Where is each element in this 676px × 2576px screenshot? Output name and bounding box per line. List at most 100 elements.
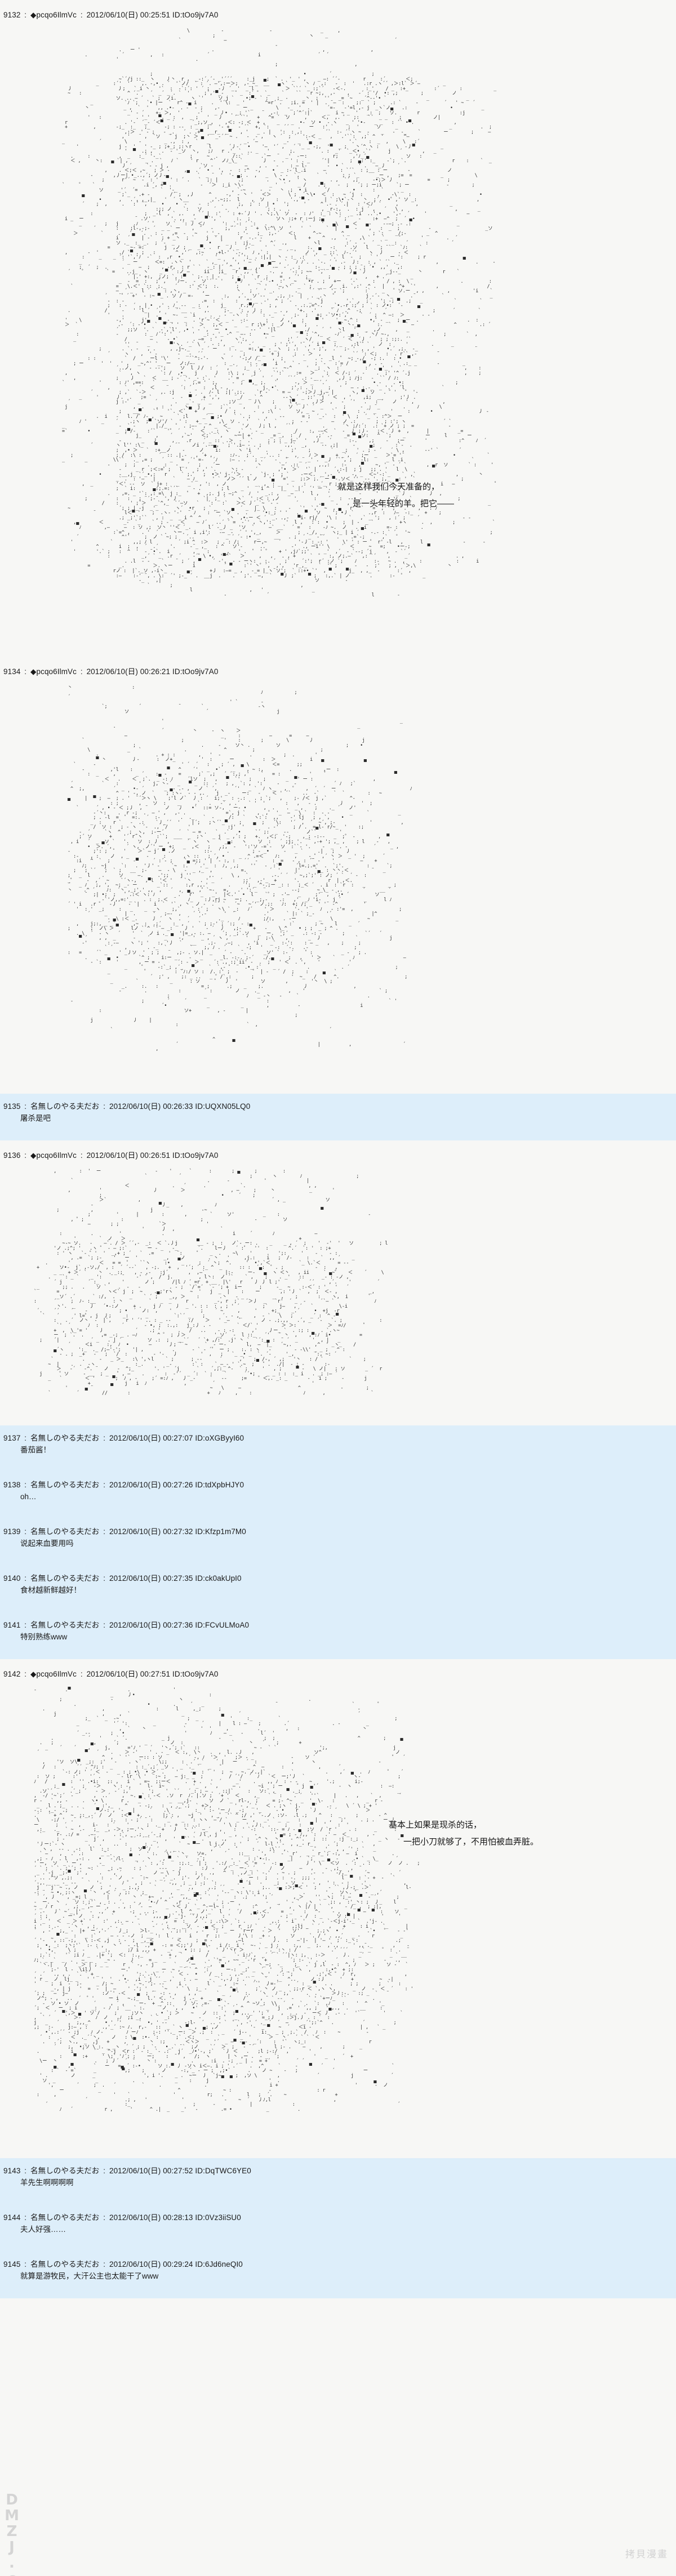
header-separator: : (22, 1527, 29, 1536)
post-author[interactable]: 名無しのやる夫だお (30, 2213, 100, 2222)
post-spacer (0, 2158, 676, 2166)
post-spacer (0, 1472, 676, 1480)
post-date: 2012/06/10(日) (86, 11, 138, 19)
post-spacer (0, 1549, 676, 1566)
post-date: 2012/06/10(日) (86, 1670, 138, 1678)
post-date: 2012/06/10(日) (109, 2213, 161, 2222)
post-user-id: ID:tdXpbHJY0 (195, 1481, 244, 1489)
post: 9141 : 名無しのやる夫だお : 2012/06/10(日) 00:27:3… (0, 1612, 676, 1659)
speech-text: 就是这样我们今天准备的，是一头年轻的羊。把它—— (338, 479, 454, 512)
post: 9145 : 名無しのやる夫だお : 2012/06/10(日) 00:29:2… (0, 2252, 676, 2298)
post-time: 00:27:52 (163, 2167, 193, 2175)
post-author[interactable]: ◆pcqo6IlmVc (30, 1151, 77, 1160)
post-number[interactable]: 9141 (3, 1621, 21, 1629)
post-author[interactable]: 名無しのやる夫だお (30, 2167, 100, 2175)
post-header: 9142 : ◆pcqo6IlmVc : 2012/06/10(日) 00:27… (0, 1669, 676, 1679)
post-number[interactable]: 9144 (3, 2213, 21, 2222)
post-spacer (0, 1642, 676, 1659)
post: 9137 : 名無しのやる夫だお : 2012/06/10(日) 00:27:0… (0, 1425, 676, 1472)
post-user-id: ID:oXGByyI60 (195, 1434, 244, 1442)
post-spacer (0, 2235, 676, 2252)
post-date: 2012/06/10(日) (109, 2167, 161, 2175)
post-body: 特别熟练www (20, 1633, 68, 1641)
post-spacer (0, 2205, 676, 2213)
post: 9143 : 名無しのやる夫だお : 2012/06/10(日) 00:27:5… (0, 2158, 676, 2205)
post-author[interactable]: 名無しのやる夫だお (30, 1527, 100, 1536)
post-user-id: ID:tOo9jv7A0 (172, 1151, 219, 1160)
corner-watermark: 拷貝漫畫 (625, 2549, 668, 2560)
post-user-id: ID:6Jd6neQI0 (195, 2260, 243, 2269)
post-date: 2012/06/10(日) (109, 1574, 161, 1583)
post-user-id: ID:tOo9jv7A0 (172, 11, 219, 19)
post-header: 9141 : 名無しのやる夫だお : 2012/06/10(日) 00:27:3… (0, 1620, 676, 1630)
ascii-art-canvas: 丶 : ﾉ ; ´ ' ` - `; (0, 685, 676, 1079)
post-user-id: ID:DqTWC6YE0 (195, 2167, 251, 2175)
post-spacer (0, 1566, 676, 1574)
post-number[interactable]: 9139 (3, 1527, 21, 1536)
ascii-art: \ - - _ , ; ヽ _ ` (62, 28, 500, 598)
post-author[interactable]: ◆pcqo6IlmVc (30, 667, 77, 676)
post-author[interactable]: 名無しのやる夫だお (30, 2260, 100, 2269)
post-time: 00:27:36 (163, 1621, 193, 1629)
post-header: 9143 : 名無しのやる夫だお : 2012/06/10(日) 00:27:5… (0, 2166, 676, 2176)
post-spacer (0, 2188, 676, 2205)
post-user-id: ID:Kfzp1m7M0 (195, 1527, 246, 1536)
post-author[interactable]: 名無しのやる夫だお (30, 1481, 100, 1489)
post-author[interactable]: 名無しのやる夫だお (30, 1434, 100, 1442)
header-separator: : (101, 1434, 108, 1442)
post: 9139 : 名無しのやる夫だお : 2012/06/10(日) 00:27:3… (0, 1519, 676, 1566)
post-date: 2012/06/10(日) (86, 667, 138, 676)
post-author[interactable]: 名無しのやる夫だお (30, 1102, 100, 1111)
post-number[interactable]: 9134 (3, 667, 21, 676)
post-user-id: ID:ck0akUpI0 (195, 1574, 242, 1583)
post-date: 2012/06/10(日) (109, 1102, 161, 1111)
speech-line: 一把小刀就够了，不用怕被血弄脏。 (403, 1837, 539, 1847)
post-time: 00:27:51 (140, 1670, 171, 1678)
post-number[interactable]: 9135 (3, 1102, 21, 1111)
post-number[interactable]: 9132 (3, 11, 21, 19)
post-spacer (0, 1612, 676, 1620)
post: 9136 : ◆pcqo6IlmVc : 2012/06/10(日) 00:26… (0, 1140, 676, 1425)
post-number[interactable]: 9143 (3, 2167, 21, 2175)
header-separator: : (22, 1151, 29, 1160)
post-author[interactable]: ◆pcqo6IlmVc (30, 11, 77, 19)
post-time: 00:26:21 (140, 667, 171, 676)
header-separator: : (22, 11, 29, 19)
post-spacer (0, 1425, 676, 1433)
header-separator: : (22, 1670, 29, 1678)
post: 9138 : 名無しのやる夫だお : 2012/06/10(日) 00:27:2… (0, 1472, 676, 1519)
post: 9144 : 名無しのやる夫だお : 2012/06/10(日) 00:28:1… (0, 2205, 676, 2252)
post: 9142 : ◆pcqo6IlmVc : 2012/06/10(日) 00:27… (0, 1659, 676, 2158)
post-author[interactable]: ◆pcqo6IlmVc (30, 1670, 77, 1678)
header-separator: : (22, 667, 29, 676)
ascii-art: - .▀ . ' _ 丿• : ; - ヽ (34, 1687, 420, 2112)
post-date: 2012/06/10(日) (86, 1151, 138, 1160)
post-number[interactable]: 9137 (3, 1434, 21, 1442)
post-author[interactable]: 名無しのやる夫だお (30, 1574, 100, 1583)
post-spacer (0, 1124, 676, 1140)
ascii-art-canvas: \ - - _ , ; ヽ _ ` (0, 28, 676, 642)
post: 9134 : ◆pcqo6IlmVc : 2012/06/10(日) 00:26… (0, 657, 676, 1094)
post-date: 2012/06/10(日) (109, 1434, 161, 1442)
post-spacer (0, 2143, 676, 2158)
post-number[interactable]: 9142 (3, 1670, 21, 1678)
post-header: 9132 : ◆pcqo6IlmVc : 2012/06/10(日) 00:25… (0, 10, 676, 20)
post-number[interactable]: 9136 (3, 1151, 21, 1160)
ascii-art: , : ' ー - ' ` : ; ▄ ; : ` ´ ; ヽ ﾉ ; (34, 1168, 388, 1396)
post-user-id: ID:tOo9jv7A0 (172, 667, 219, 676)
post-author[interactable]: 名無しのやる夫だお (30, 1621, 100, 1629)
post-number[interactable]: 9145 (3, 2260, 21, 2269)
post-number[interactable]: 9140 (3, 1574, 21, 1583)
post-body: 说起来血要用吗 (20, 1539, 74, 1548)
post-body: 夫人好强…… (20, 2225, 66, 2234)
post-header: 9144 : 名無しのやる夫だお : 2012/06/10(日) 00:28:1… (0, 2213, 676, 2223)
post-header: 9139 : 名無しのやる夫だお : 2012/06/10(日) 00:27:3… (0, 1527, 676, 1537)
header-separator: : (101, 2213, 108, 2222)
speech-line: 基本上如果是现杀的话， (389, 1820, 482, 1830)
post-spacer (0, 2281, 676, 2298)
post-time: 00:25:51 (140, 11, 171, 19)
header-separator: : (78, 11, 85, 19)
post-spacer (0, 1411, 676, 1425)
post-number[interactable]: 9138 (3, 1481, 21, 1489)
